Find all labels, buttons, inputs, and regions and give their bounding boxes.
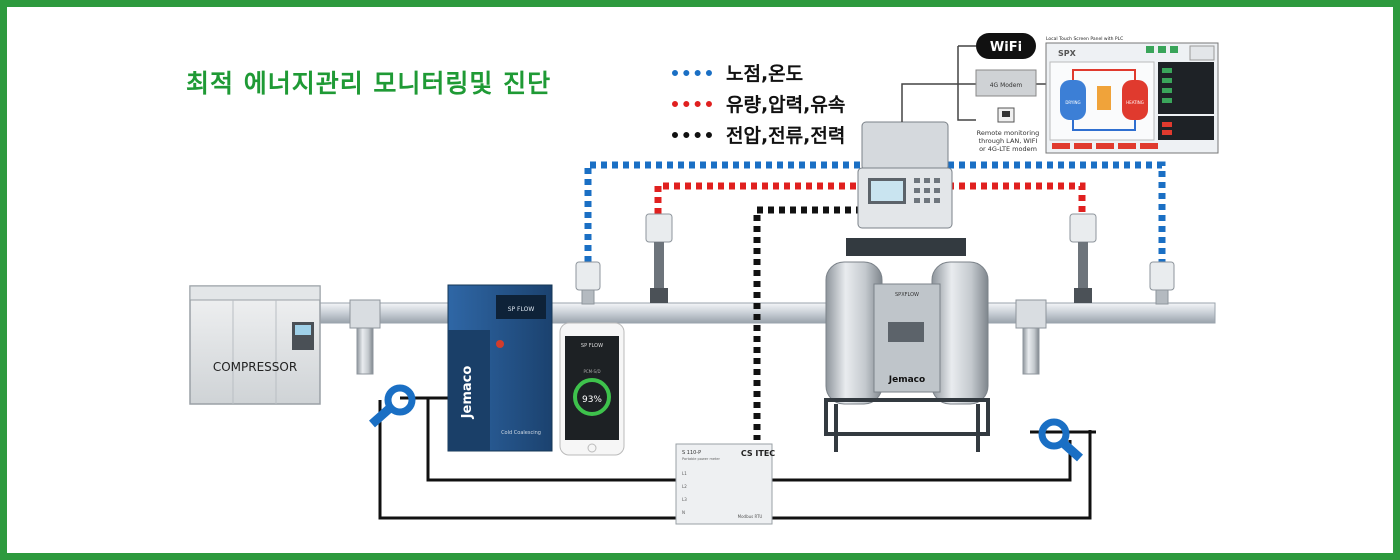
touch-screen-panel: Local Touch Screen Panel with PLC SPX DR… — [1045, 36, 1219, 154]
legend-item-flow: 유량,압력,유속 — [672, 88, 845, 119]
adsorption-logo: SPXFLOW — [895, 292, 919, 298]
phone-small: PCM-S/D — [583, 369, 600, 374]
phone-brand: SP FLOW — [581, 343, 603, 349]
meter-term-l1: L1 — [682, 471, 687, 476]
legend-label-flow: 유량,압력,유속 — [726, 94, 846, 116]
dryer-brand: Jemaco — [460, 366, 475, 420]
power-signal-line — [753, 206, 862, 440]
meter-modbus: Modbus RTU — [738, 514, 763, 519]
hmi-vessel-right: HEATING — [1126, 100, 1144, 105]
flow-signal-lines — [654, 182, 1086, 214]
flow-sensor-left — [645, 213, 673, 303]
legend-label-power: 전압,전류,전력 — [726, 125, 846, 147]
dewpoint-sensor-left — [575, 261, 601, 305]
legend-swatch-red — [672, 100, 712, 107]
remote-text-1: Remote monitoring — [977, 129, 1040, 137]
touch-panel-title: Local Touch Screen Panel with PLC — [1046, 36, 1123, 42]
meter-sub: Portable power meter — [682, 457, 721, 461]
meter-logo: CS ITEC — [741, 449, 775, 458]
legend-item-dewpoint: 노점,온도 — [672, 57, 845, 88]
compressor: COMPRESSOR — [189, 285, 321, 405]
current-clamp-left — [369, 384, 416, 428]
meter-term-l2: L2 — [682, 484, 687, 489]
hmi-logo: SPX — [1058, 49, 1077, 58]
current-clamp-right — [1038, 418, 1083, 462]
dryer-caption: Cold Coalescing — [501, 430, 541, 436]
meter-term-l3: L3 — [682, 497, 687, 502]
remote-text-3: or 4G-LTE modem — [979, 145, 1037, 153]
refrigerated-dryer: SP FLOW Jemaco Cold Coalescing — [447, 284, 553, 452]
meter-model: S 110-P — [682, 450, 701, 456]
legend-label-dewpoint: 노점,온도 — [726, 63, 804, 85]
adsorption-dryer: SPXFLOW Jemaco — [824, 238, 990, 452]
flow-sensor-right — [1069, 213, 1097, 303]
4g-modem: 4G Modem — [975, 69, 1037, 97]
smartphone: SP FLOW PCM-S/D 93% — [559, 322, 625, 456]
legend-swatch-black — [672, 131, 712, 138]
inline-filter-right — [1015, 299, 1047, 375]
legend: 노점,온도 유량,압력,유속 전압,전류,전력 — [672, 57, 845, 150]
wifi-label: WiFi — [990, 40, 1022, 55]
remote-text-2: through LAN, WIFI — [979, 137, 1038, 145]
data-logger — [857, 121, 953, 229]
wifi-badge: WiFi — [976, 33, 1036, 59]
lan-port — [997, 107, 1015, 123]
hmi-vessel-left: DRYING — [1065, 100, 1080, 105]
dewpoint-sensor-right — [1149, 261, 1175, 305]
compressor-label: COMPRESSOR — [213, 360, 297, 374]
adsorption-brand: Jemaco — [888, 375, 925, 385]
diagram-title: 최적 에너지관리 모니터링및 진단 — [186, 69, 552, 98]
modem-label: 4G Modem — [990, 82, 1023, 89]
phone-reading: 93% — [582, 395, 602, 405]
remote-connection-lines — [901, 45, 1046, 122]
legend-swatch-blue — [672, 69, 712, 76]
inline-filter-left — [349, 299, 381, 375]
meter-term-n: N — [682, 510, 685, 515]
legend-item-power: 전압,전류,전력 — [672, 119, 845, 150]
dryer-panel-text: SP FLOW — [508, 306, 535, 313]
dewpoint-signal-lines — [584, 161, 1166, 262]
power-meter: S 110-P Portable power meter CS ITEC L1 … — [675, 443, 775, 525]
